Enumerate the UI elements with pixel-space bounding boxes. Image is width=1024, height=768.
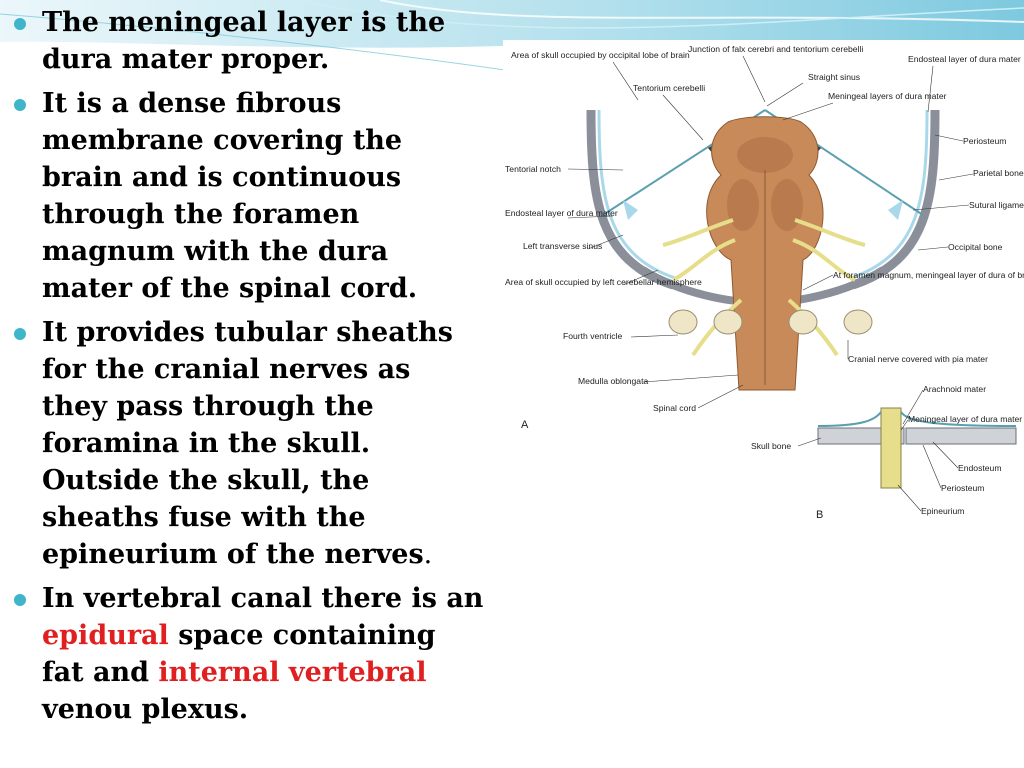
- bullet-item: The meningeal layer is the dura mater pr…: [14, 4, 484, 78]
- label-endosteal-top: Endosteal layer of dura mater: [908, 54, 1021, 64]
- bullet-text: The meningeal layer is the dura mater pr…: [42, 7, 446, 75]
- leader-lines: [567, 55, 974, 512]
- label-cranial-nerve: Cranial nerve covered with pia mater: [848, 354, 988, 364]
- skull-outline-right: [851, 109, 940, 290]
- bullet-item: It is a dense fibrous membrane covering …: [14, 85, 484, 307]
- label-letter-a: A: [521, 419, 529, 431]
- highlight-epidural: epidural: [42, 620, 169, 651]
- bullet-text: It is a dense fibrous membrane covering …: [42, 88, 418, 304]
- label-foramen-magnum: At foramen magnum, meningeal layer of du…: [833, 270, 1024, 280]
- label-letter-b: B: [816, 509, 823, 521]
- bullet-text: In vertebral canal there is an: [42, 583, 484, 614]
- bullet-text: space containing fat and: [42, 620, 436, 688]
- label-epineurium: Epineurium: [921, 506, 964, 516]
- label-meningeal-b: Meningeal layer of dura mater: [908, 414, 1022, 424]
- label-area-cerebellar: Area of skull occupied by left cerebella…: [505, 277, 702, 287]
- label-junction: Junction of falx cerebri and tentorium c…: [688, 44, 863, 54]
- anatomy-illustration: Area of skull occupied by occipital lobe…: [505, 44, 1024, 521]
- bullet-text: venou plexus.: [42, 694, 249, 725]
- label-occipital-bone: Occipital bone: [948, 242, 1003, 252]
- label-fourth-ventricle: Fourth ventricle: [563, 331, 622, 341]
- label-medulla: Medulla oblongata: [578, 376, 648, 386]
- label-endosteum: Endosteum: [958, 463, 1001, 473]
- bullet-dot-icon: [14, 328, 26, 340]
- label-area-occipital: Area of skull occupied by occipital lobe…: [511, 50, 690, 60]
- label-endosteal-left: Endosteal layer of dura mater: [505, 208, 618, 218]
- dura-mater-figure: Area of skull occupied by occipital lobe…: [503, 40, 1024, 525]
- label-arachnoid: Arachnoid mater: [923, 384, 986, 394]
- label-periosteum-b: Periosteum: [941, 483, 984, 493]
- label-left-transverse: Left transverse sinus: [523, 241, 602, 251]
- label-periosteum-top: Periosteum: [963, 136, 1006, 146]
- bullet-text-end: .: [423, 539, 433, 570]
- skull-outline-left: [586, 109, 675, 290]
- label-sutural: Sutural ligament: [969, 200, 1024, 210]
- bullet-dot-icon: [14, 18, 26, 30]
- bullet-dot-icon: [14, 99, 26, 111]
- label-parietal: Parietal bone: [973, 168, 1024, 178]
- bullet-dot-icon: [14, 594, 26, 606]
- highlight-internal-vertebral: internal vertebral: [158, 657, 427, 688]
- label-meningeal-top: Meningeal layers of dura mater: [828, 91, 947, 101]
- label-tentorial-notch: Tentorial notch: [505, 164, 561, 174]
- figure-b-illustration: [817, 407, 1017, 489]
- bullet-item: In vertebral canal there is an epidural …: [14, 580, 484, 728]
- bullet-item: It provides tubular sheaths for the cran…: [14, 314, 484, 573]
- label-tentorium: Tentorium cerebelli: [633, 83, 705, 93]
- bullet-list: The meningeal layer is the dura mater pr…: [14, 4, 484, 735]
- cranial-nerves: [662, 218, 866, 357]
- label-straight-sinus: Straight sinus: [808, 72, 860, 82]
- label-spinal-cord: Spinal cord: [653, 403, 696, 413]
- bullet-text: It provides tubular sheaths for the cran…: [42, 317, 454, 570]
- label-skull-bone: Skull bone: [751, 441, 791, 451]
